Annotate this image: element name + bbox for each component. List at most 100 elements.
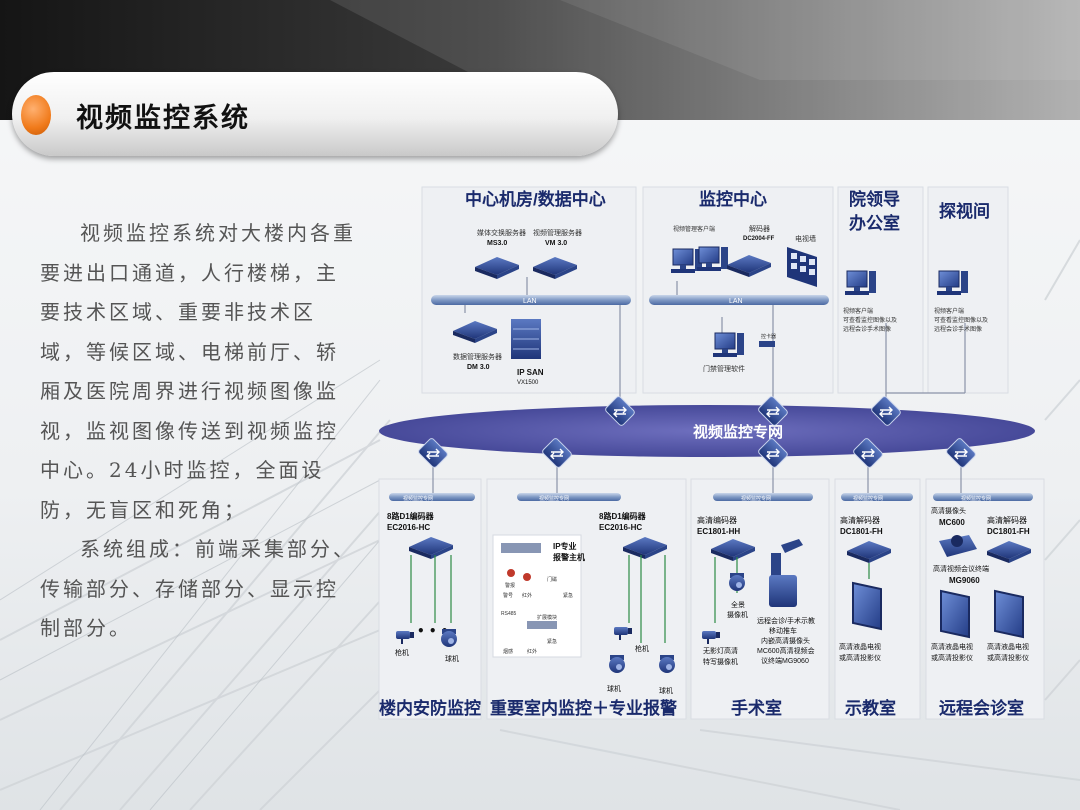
tv-label: 高清液晶电视: [931, 642, 973, 651]
net-label: 视频监控专网: [741, 495, 771, 502]
dm-label: 数据管理服务器: [453, 352, 502, 361]
gun-label: 枪机: [635, 644, 649, 653]
decoder-label: 解码器: [749, 224, 770, 233]
encoder-label: 8路D1编码器: [599, 511, 647, 521]
zone-title: 办公室: [849, 213, 900, 233]
rs485-label: RS485: [501, 611, 517, 617]
network-label: 视频监控专网: [693, 423, 783, 441]
sensor-label: 红外: [527, 648, 537, 655]
encoder-model: EC2016-HC: [387, 523, 430, 532]
zone-title: 中心机房/数据中心: [465, 189, 606, 209]
alarm-label: 报警主机: [553, 552, 585, 562]
lan-label: LAN: [523, 298, 537, 305]
tv-label: 或高清投影仪: [931, 653, 973, 662]
net-label: 视频监控专网: [539, 495, 569, 502]
decoder-model: DC2004-FF: [743, 236, 775, 242]
dome-camera-icon: [441, 629, 457, 647]
server-label: 媒体交换服务器: [477, 228, 526, 237]
client-label: 视频管理客户端: [673, 225, 715, 233]
conf-model: MG9060: [949, 576, 980, 585]
cart-label: 远程会诊/手术示教: [757, 616, 815, 625]
camera-label: 无影灯高清: [703, 646, 738, 655]
dome-label: 球机: [607, 684, 621, 693]
ext-label: 扩展模块: [537, 614, 557, 621]
conf-label: 高清视频会议终端: [933, 564, 989, 573]
server-model: VM 3.0: [545, 240, 567, 247]
net-label: 视频监控专网: [403, 495, 433, 502]
slide-title: 视频监控系统: [76, 96, 250, 135]
sensor-label: 烟感: [503, 648, 513, 655]
dome-camera-icon: [659, 655, 675, 673]
cart-label: 议终端MG9060: [761, 656, 809, 665]
dm-model: DM 3.0: [467, 364, 490, 371]
tvwall-label: 电视墙: [795, 234, 816, 243]
zone-title: 重要室内监控＋专业报警: [490, 698, 677, 718]
zone-title: 院领导: [849, 189, 900, 209]
dome-camera-icon: [729, 573, 745, 591]
pc-icon: [713, 333, 744, 357]
pc-icon: [845, 271, 876, 295]
cart-label: MC600高清视频会: [757, 646, 815, 655]
camera-model: MC600: [939, 518, 965, 527]
zone-title: 手术室: [731, 698, 782, 718]
decoder-label: 高清解码器: [987, 515, 1027, 525]
pc-icon: [937, 271, 968, 295]
dome-camera-icon: [609, 655, 625, 673]
server-label: 视频管理服务器: [533, 228, 582, 237]
client-desc: 视频客户端: [934, 307, 964, 315]
client-desc: 视频客户端: [843, 307, 873, 315]
cart-label: 内嵌高清摄像头: [761, 636, 810, 645]
title-bullet-icon: [21, 95, 51, 135]
dome-label: 球机: [659, 686, 673, 695]
sensor-label: 紧急: [563, 592, 573, 599]
encoder-label: 8路D1编码器: [387, 511, 435, 521]
tv-label: 或高清投影仪: [839, 653, 881, 662]
sensor-label: 警报: [505, 582, 515, 589]
gun-label: 枪机: [395, 648, 409, 657]
camera-label: 高清摄像头: [931, 506, 966, 515]
tv-label: 高清液晶电视: [987, 642, 1029, 651]
alarm-host-icon: [501, 543, 541, 553]
decoder-label: 高清解码器: [840, 515, 880, 525]
client-desc: 远程会诊手术图像: [843, 325, 891, 333]
camera-label: 特写摄像机: [703, 657, 738, 666]
paragraph-1: 视频监控系统对大楼内各重要进出口通道，人行楼梯，主要技术区域、重要非技术区域，等…: [40, 214, 360, 530]
topology-diagram: 视频监控专网 中心机房/数据中心: [377, 183, 1046, 723]
zone-title: 探视间: [939, 201, 990, 221]
zone-title: 楼内安防监控: [379, 698, 481, 718]
alarm-label: IP专业: [553, 541, 577, 551]
tv-label: 或高清投影仪: [987, 653, 1029, 662]
door-label: 门禁管理软件: [703, 364, 745, 373]
zone-title: 监控中心: [699, 189, 767, 209]
camera-label: 摄像机: [727, 610, 748, 619]
encoder-label: 高清编码器: [697, 515, 737, 525]
net-label: 视频监控专网: [961, 495, 991, 502]
client-desc: 可查看监控图像以及: [934, 316, 988, 324]
client-desc: 可查看监控图像以及: [843, 316, 897, 324]
sensor-label: 紧急: [547, 638, 557, 645]
keyboard-label: 控卡器: [761, 333, 776, 340]
zone-title: 远程会诊室: [939, 698, 1024, 718]
san-label: IP SAN: [517, 368, 544, 377]
sensor-label: 门磁: [547, 576, 557, 583]
sensor-label: 红外: [522, 592, 532, 599]
client-desc: 远程会诊手术图像: [934, 325, 982, 333]
camera-label: 全景: [731, 600, 745, 609]
tv-icon: [853, 583, 881, 629]
card-reader-icon: [759, 341, 775, 347]
san-model: VX1500: [517, 380, 539, 386]
encoder-model: EC1801-HH: [697, 527, 740, 536]
description-text: 视频监控系统对大楼内各重要进出口通道，人行楼梯，主要技术区域、重要非技术区域，等…: [40, 214, 360, 649]
decoder-model: DC1801-FH: [987, 527, 1030, 536]
decoder-model: DC1801-FH: [840, 527, 883, 536]
tv-icon: [941, 591, 969, 637]
server-model: MS3.0: [487, 240, 507, 247]
lan-label: LAN: [729, 298, 743, 305]
net-label: 视频监控专网: [853, 495, 883, 502]
ext-module-icon: [527, 621, 557, 629]
paragraph-2: 系统组成：前端采集部分、传输部分、存储部分、显示控制部分。: [40, 530, 360, 649]
cart-label: 移动推车: [769, 626, 797, 635]
tv-label: 高清液晶电视: [839, 642, 881, 651]
pc-icon: [697, 247, 728, 271]
